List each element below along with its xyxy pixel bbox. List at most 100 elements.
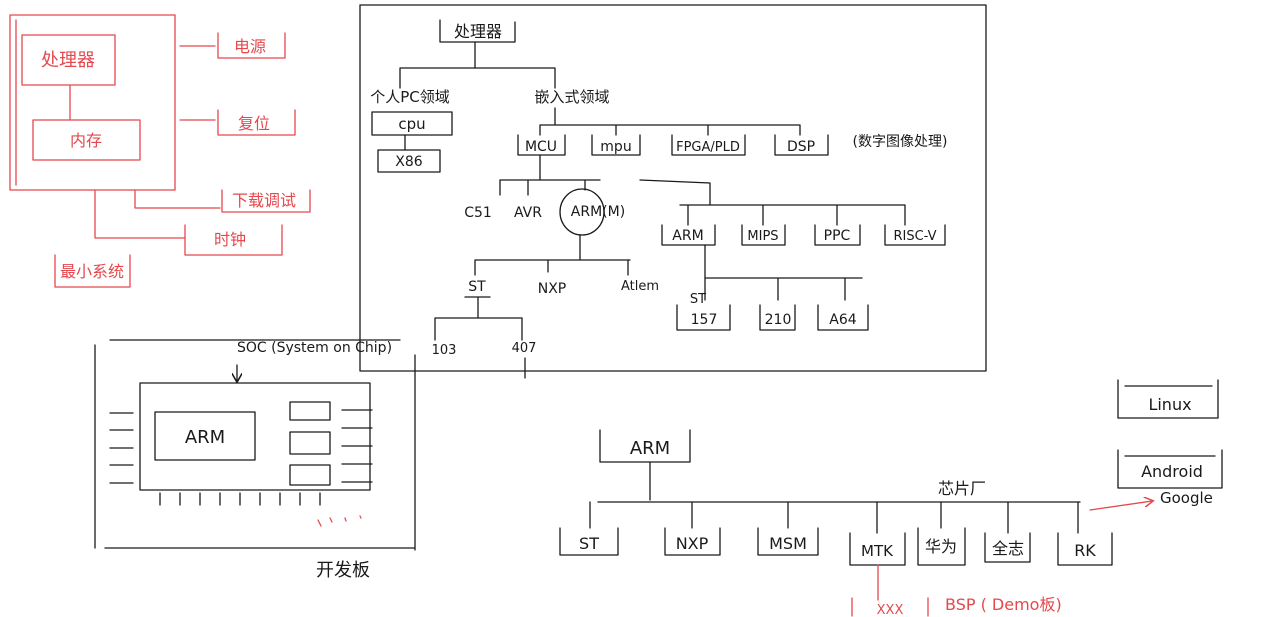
soc-core-label: ARM [185,427,225,448]
vendor-msm: MSM [769,534,807,553]
tree-root-box [439,19,516,43]
vendor-huawei-box [917,527,966,566]
dsp-note: (数字图像处理) [853,134,948,150]
reset-box [217,109,296,136]
soc-core-box [154,411,256,461]
arm-model-157-box [676,304,731,331]
vendor-branches [589,501,1079,534]
soc-peripheral-1 [289,401,331,421]
arm-model-a64: A64 [829,312,856,328]
vendor-st: ST [579,534,599,553]
vendor-root-box [599,429,691,463]
vendor-mtk: MTK [861,542,894,560]
processor-label: 处理器 [41,50,95,71]
arm-model-157: 157 [691,312,718,328]
x86-label: X86 [395,154,422,170]
linux-box [1117,379,1219,419]
processor-box [21,34,116,86]
mpu-ppc-box [814,224,861,246]
st-model-103: 103 [432,343,457,358]
mpu-riscv-box [884,224,946,246]
vendor-nxp-box [664,527,721,556]
vendor-group-label: 芯片厂 [938,479,986,498]
soc-peripheral-2 [289,431,331,455]
min-system-title-box [54,254,131,288]
mpu-label: mpu [600,139,631,155]
google-arrow [1089,501,1152,511]
mcu-child-c51: C51 [464,205,492,221]
fpga-box [671,134,746,156]
reset-label: 复位 [238,114,270,133]
android-box [1117,449,1223,489]
x86-box [377,149,441,173]
arm-m-vendor-st: ST [468,279,486,295]
soc-chip [139,382,371,491]
st-model-407: 407 [512,341,537,356]
vendor-huawei: 华为 [925,537,957,556]
mpu-child-riscv: RISC-V [893,229,936,244]
arm-model-210: 210 [765,312,792,328]
os-diagram: Linux Android Google [1089,379,1223,511]
vendor-allwinner: 全志 [992,539,1024,558]
memory-box [32,119,141,161]
soc-right-pins [341,409,373,483]
debug-connector [134,189,221,209]
soc-bottom-pins [159,492,321,506]
mtk-sub-box [851,597,929,617]
debug-box [221,189,311,213]
mcu-label: MCU [525,139,557,155]
arm-model-a64-box [817,304,869,331]
fpga-label: FPGA/PLD [676,140,740,155]
memory-label: 内存 [70,131,102,150]
cpu-label: cpu [398,115,425,133]
mcu-children-connector [499,154,601,196]
embedded-domain-label: 嵌入式领域 [534,88,609,106]
tree-root-label: 处理器 [454,22,502,41]
tree-frame [359,4,987,372]
vendor-rk-box [1057,532,1113,566]
vendor-trunk [597,461,1081,503]
vendor-nxp: NXP [676,534,709,553]
arm-m-vendor-atlem: Atlem [621,279,659,294]
mpu-arm-box [661,224,716,246]
vendor-st-box [559,527,619,556]
mpu-child-mips: MIPS [747,229,778,244]
mcu-child-avr: AVR [514,205,542,221]
arm-m-vendors-connector [474,234,631,276]
mpu-box [591,134,641,156]
dev-board-outline [94,339,416,551]
min-system-title: 最小系统 [60,262,124,281]
st-models-connector [434,297,523,341]
arm-m-circle [559,188,605,236]
arm-model-210-box [759,304,796,331]
google-label: Google [1160,489,1213,507]
minimal-system-diagram: 处理器 内存 电源 复位 下载调试 时钟 最小系统 [9,14,311,288]
cpu-box [371,111,453,136]
arm-m-vendor-nxp: NXP [538,281,567,297]
debug-label: 下载调试 [232,191,296,210]
vendor-rk: RK [1074,541,1096,560]
vendor-diagram: ARM 芯片厂 ST NXP MSM MTK 华为 全志 RK XXX BSP … [559,429,1113,617]
system-outline [9,14,176,191]
clock-box [184,224,283,256]
dev-board-label: 开发板 [316,560,370,581]
mcu-box [517,134,566,156]
pc-domain-label: 个人PC领域 [370,88,450,106]
processor-tree-diagram: 处理器 个人PC领域 嵌入式领域 cpu X86 MCU mpu FPGA/PL… [359,4,987,379]
clock-label: 时钟 [214,230,246,249]
arm-models-connector [704,244,863,301]
mpu-child-ppc: PPC [824,228,851,244]
red-marks [317,515,362,527]
android-label: Android [1141,462,1203,481]
vendor-allwinner-box [984,532,1031,563]
soc-diagram: SOC (System on Chip) ARM 开发板 [94,339,416,581]
soc-peripheral-3 [289,464,331,486]
mpu-mips-box [741,224,786,246]
mpu-children-connector [639,179,906,226]
clock-connector [94,189,186,239]
soc-title: SOC (System on Chip) [237,340,392,356]
bsp-label: BSP ( Demo板) [945,595,1062,614]
mpu-child-arm: ARM [672,228,703,244]
mcu-child-arm-m: ARM(M) [571,204,625,220]
